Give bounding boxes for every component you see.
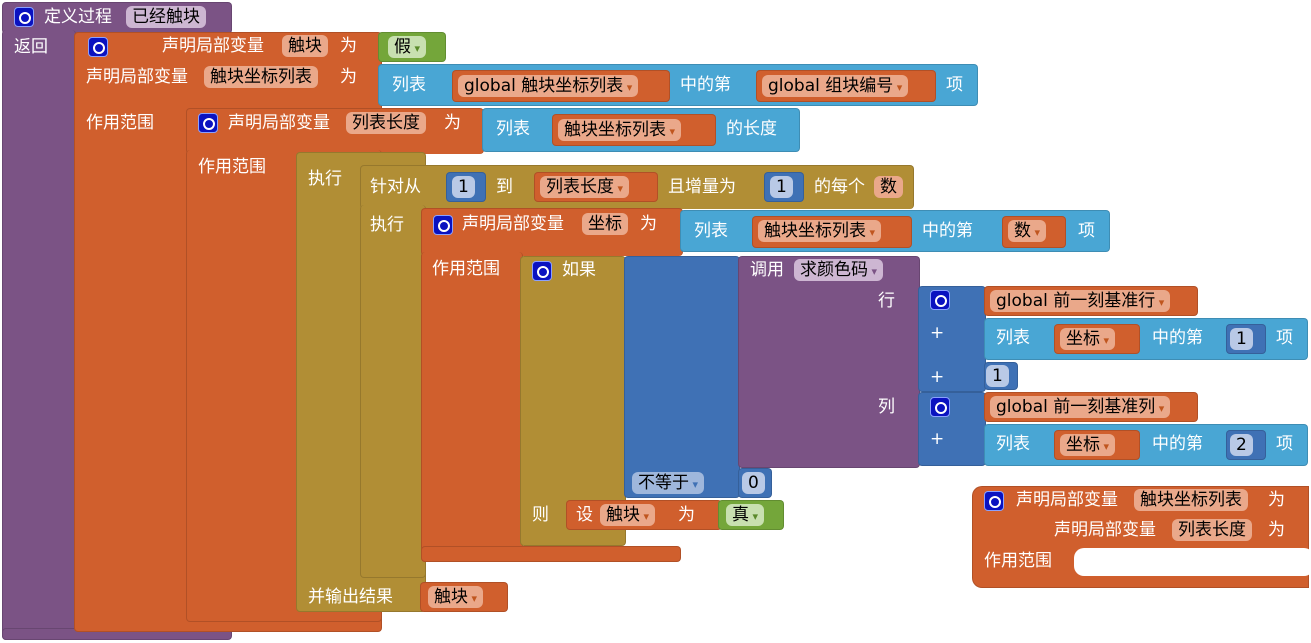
- loop-var-field[interactable]: 数: [874, 176, 903, 198]
- var-dropdown[interactable]: 触块: [428, 586, 484, 608]
- procedure-name-field[interactable]: 已经触块: [126, 6, 206, 28]
- procedure-title: 定义过程: [44, 7, 112, 27]
- compare-block[interactable]: [624, 256, 740, 498]
- compare-operator-dropdown[interactable]: 不等于: [632, 472, 705, 494]
- local-label: 声明局部变量: [228, 113, 330, 133]
- then-label: 则: [532, 505, 549, 525]
- list-label: 列表: [392, 75, 426, 95]
- call-label: 调用: [750, 260, 784, 280]
- boolean-dropdown[interactable]: 真: [726, 504, 765, 526]
- to-label: 为: [678, 505, 695, 525]
- arg-label: 行: [878, 291, 895, 311]
- local-label: 声明局部变量: [462, 214, 564, 234]
- from-label: 针对从: [370, 177, 421, 197]
- of-label: 中的第: [1152, 434, 1203, 454]
- local-var-block-3[interactable]: [421, 208, 683, 256]
- set-label: 设: [576, 505, 593, 525]
- local-var-block-3-body: [421, 252, 523, 562]
- plus-label: +: [930, 429, 945, 449]
- as-label: 为: [1268, 520, 1285, 540]
- add-block-row[interactable]: [918, 286, 986, 392]
- step-label: 且增量为: [668, 177, 736, 197]
- result-label: 并输出结果: [308, 587, 393, 607]
- var-dropdown[interactable]: global 前一刻基准列: [990, 396, 1171, 418]
- var-dropdown[interactable]: 数: [1008, 220, 1047, 242]
- list-label: 列表: [996, 434, 1030, 454]
- number-field[interactable]: 0: [742, 472, 765, 494]
- list-label: 列表: [496, 119, 530, 139]
- plus-label: +: [930, 323, 945, 343]
- do-label: 执行: [308, 169, 342, 189]
- scope-label: 作用范围: [432, 259, 500, 279]
- var-dropdown[interactable]: 坐标: [1060, 328, 1116, 350]
- var-name-field[interactable]: 触块坐标列表: [1134, 489, 1248, 511]
- procedure-dropdown[interactable]: 求颜色码: [794, 259, 884, 281]
- number-field[interactable]: 1: [986, 365, 1009, 387]
- gear-icon[interactable]: [433, 215, 453, 235]
- item-label: 项: [1276, 434, 1293, 454]
- as-label: 为: [340, 36, 357, 56]
- var-dropdown[interactable]: 触块: [600, 504, 656, 526]
- local-label: 声明局部变量: [1016, 490, 1118, 510]
- procedure-body[interactable]: [2, 30, 76, 640]
- as-label: 为: [640, 214, 657, 234]
- for-range-body: [360, 205, 426, 578]
- var-dropdown[interactable]: 触块坐标列表: [758, 220, 882, 242]
- plus-label: +: [930, 367, 945, 387]
- scope-label: 作用范围: [198, 157, 266, 177]
- as-label: 为: [444, 113, 461, 133]
- number-field[interactable]: 1: [770, 176, 793, 198]
- var-dropdown[interactable]: 坐标: [1060, 434, 1116, 456]
- if-label: 如果: [562, 260, 596, 280]
- number-field[interactable]: 1: [1230, 328, 1253, 350]
- call-block[interactable]: [738, 256, 920, 468]
- list-label: 列表: [996, 328, 1030, 348]
- each-label: 的每个: [814, 177, 865, 197]
- local-label: 声明局部变量: [86, 67, 188, 87]
- gear-icon[interactable]: [930, 397, 950, 417]
- return-label: 返回: [14, 37, 48, 57]
- local-var-block-3-footer: [421, 546, 681, 562]
- gear-icon[interactable]: [930, 290, 950, 310]
- of-label: 中的第: [1152, 328, 1203, 348]
- gear-icon[interactable]: [532, 261, 552, 281]
- item-label: 项: [1276, 328, 1293, 348]
- var-name-field[interactable]: 触块: [282, 35, 328, 57]
- as-label: 为: [1268, 490, 1285, 510]
- var-name-field[interactable]: 列表长度: [1172, 519, 1252, 541]
- number-field[interactable]: 1: [452, 176, 475, 198]
- local-label: 声明局部变量: [1054, 520, 1156, 540]
- boolean-dropdown[interactable]: 假: [388, 36, 427, 58]
- do-label: 执行: [370, 215, 404, 235]
- scope-slot[interactable]: [1074, 548, 1311, 576]
- number-field[interactable]: 2: [1230, 434, 1253, 456]
- add-block-col[interactable]: [918, 392, 986, 466]
- gear-icon[interactable]: [14, 7, 34, 27]
- local-label: 声明局部变量: [162, 36, 264, 56]
- var-dropdown[interactable]: global 前一刻基准行: [990, 290, 1171, 312]
- as-label: 为: [340, 67, 357, 87]
- to-label: 到: [496, 177, 513, 197]
- gear-icon[interactable]: [198, 113, 218, 133]
- var-name-field[interactable]: 列表长度: [346, 112, 426, 134]
- of-label: 中的第: [922, 221, 973, 241]
- gear-icon[interactable]: [984, 491, 1004, 511]
- var-dropdown[interactable]: 列表长度: [540, 176, 630, 198]
- local-var-block-2[interactable]: [186, 108, 484, 154]
- item-label: 项: [946, 75, 963, 95]
- length-label: 的长度: [726, 119, 777, 139]
- of-label: 中的第: [680, 75, 731, 95]
- var-name-field[interactable]: 触块坐标列表: [204, 66, 318, 88]
- item-label: 项: [1078, 221, 1095, 241]
- gear-icon[interactable]: [88, 37, 108, 57]
- list-label: 列表: [694, 221, 728, 241]
- var-name-field[interactable]: 坐标: [582, 213, 628, 235]
- var-dropdown[interactable]: global 组块编号: [762, 75, 909, 97]
- scope-label: 作用范围: [984, 551, 1052, 571]
- var-dropdown[interactable]: 触块坐标列表: [558, 119, 682, 141]
- var-dropdown[interactable]: global 触块坐标列表: [458, 75, 639, 97]
- arg-label: 列: [878, 397, 895, 417]
- scope-label: 作用范围: [86, 113, 154, 133]
